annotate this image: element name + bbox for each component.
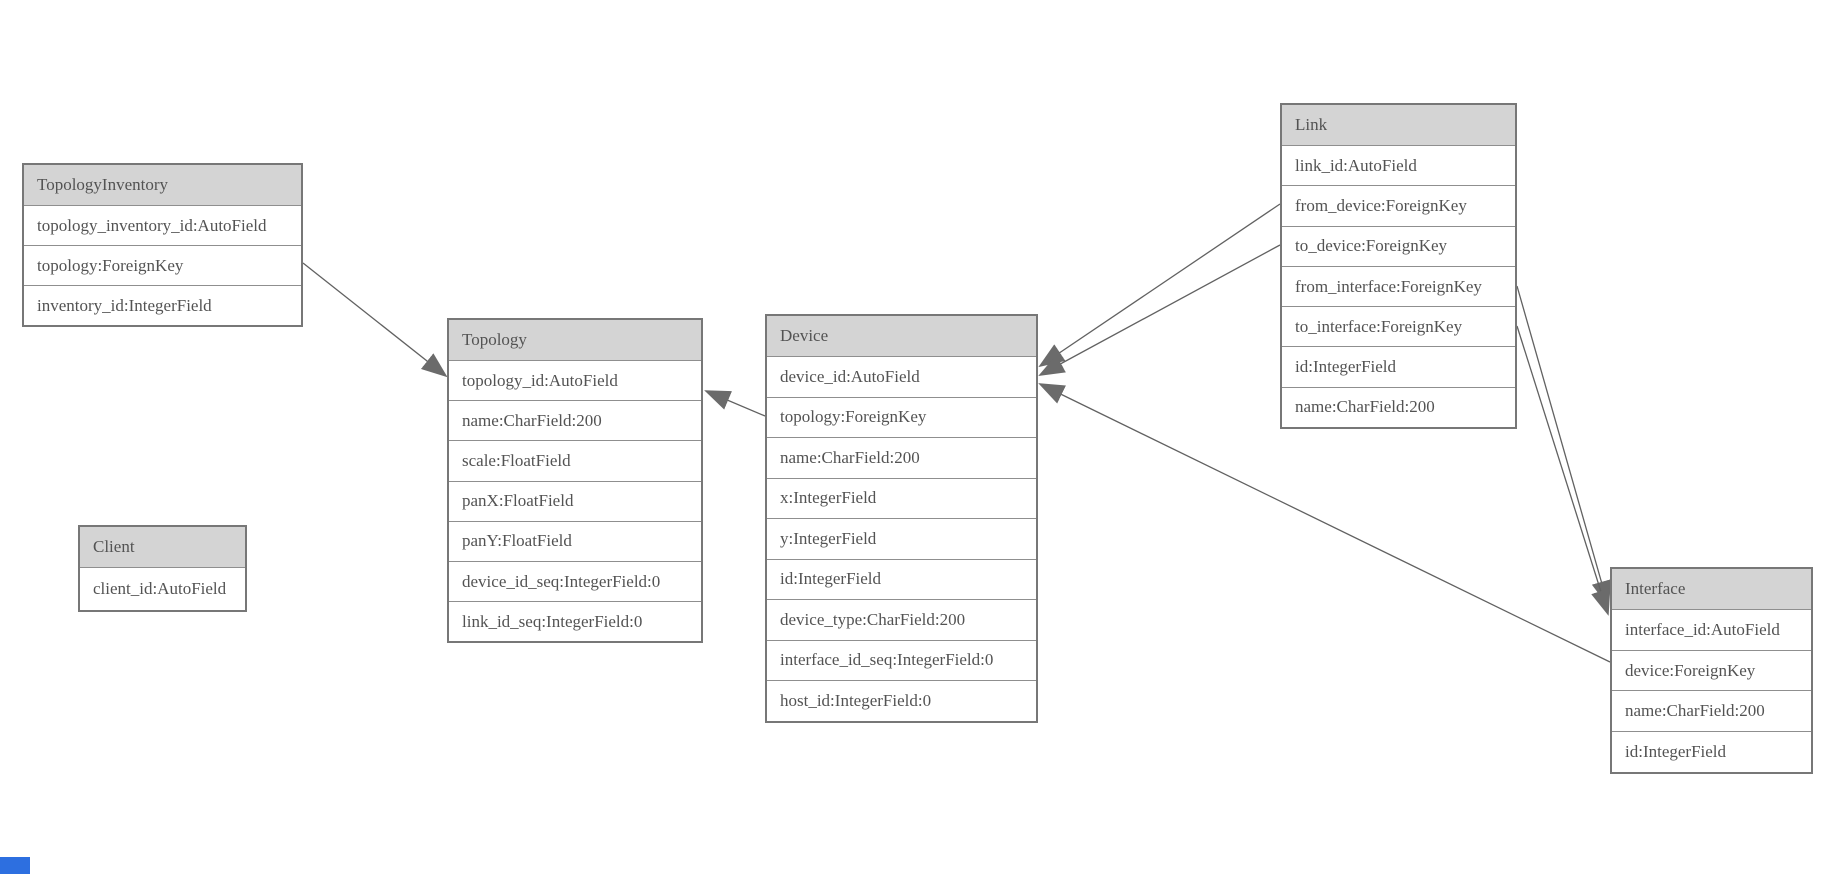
field-row: x:IntegerField [767,477,1036,518]
relation-link-to-device-to-device-device-id [1038,244,1281,376]
entity-client: Client client_id:AutoField [78,525,247,612]
relation-link-to-interface-to-interface-interface-id [1516,325,1611,616]
field-row: device_type:CharField:200 [767,599,1036,640]
field-row: topology:ForeignKey [24,245,301,285]
field-row: device_id:AutoField [767,356,1036,397]
bottom-left-blue-marker [0,857,30,874]
field-row: interface_id_seq:IntegerField:0 [767,639,1036,680]
field-row: topology:ForeignKey [767,396,1036,437]
field-row: from_interface:ForeignKey [1282,265,1515,307]
field-row: scale:FloatField [449,440,701,481]
field-row: id:IntegerField [1612,731,1811,772]
field-row: interface_id:AutoField [1612,609,1811,650]
relation-link-from-interface-to-interface-interface-id [1516,285,1612,607]
relation-link-from-device-to-device-device-id [1038,203,1281,368]
field-row: inventory_id:IntegerField [24,285,301,325]
field-row: name:CharField:200 [1612,690,1811,732]
field-row: link_id:AutoField [1282,145,1515,186]
field-row: id:IntegerField [767,558,1036,599]
entity-title: Interface [1612,569,1811,609]
entity-title: Topology [449,320,701,360]
field-row: panY:FloatField [449,520,701,561]
field-row: client_id:AutoField [80,567,245,610]
field-row: panX:FloatField [449,480,701,521]
field-row: to_interface:ForeignKey [1282,306,1515,347]
relation-topologyinventory-topology-to-topology-topology-id [302,262,448,378]
field-row: host_id:IntegerField:0 [767,680,1036,721]
field-row: name:CharField:200 [767,437,1036,478]
entity-title: Link [1282,105,1515,145]
entity-topologyinventory: TopologyInventory topology_inventory_id:… [22,163,303,327]
entity-title: TopologyInventory [24,165,301,205]
field-row: y:IntegerField [767,518,1036,559]
field-row: topology_inventory_id:AutoField [24,205,301,245]
entity-title: Client [80,527,245,567]
relation-interface-device-to-device-device-id [1038,383,1611,663]
field-row: from_device:ForeignKey [1282,185,1515,226]
field-row: name:CharField:200 [449,400,701,441]
field-row: topology_id:AutoField [449,360,701,401]
entity-title: Device [767,316,1036,356]
field-row: id:IntegerField [1282,346,1515,387]
field-row: name:CharField:200 [1282,386,1515,428]
field-row: device_id_seq:IntegerField:0 [449,560,701,602]
field-row: to_device:ForeignKey [1282,225,1515,266]
field-row: device:ForeignKey [1612,649,1811,691]
relation-device-topology-to-topology-topology-id [704,390,766,417]
field-row: link_id_seq:IntegerField:0 [449,601,701,642]
